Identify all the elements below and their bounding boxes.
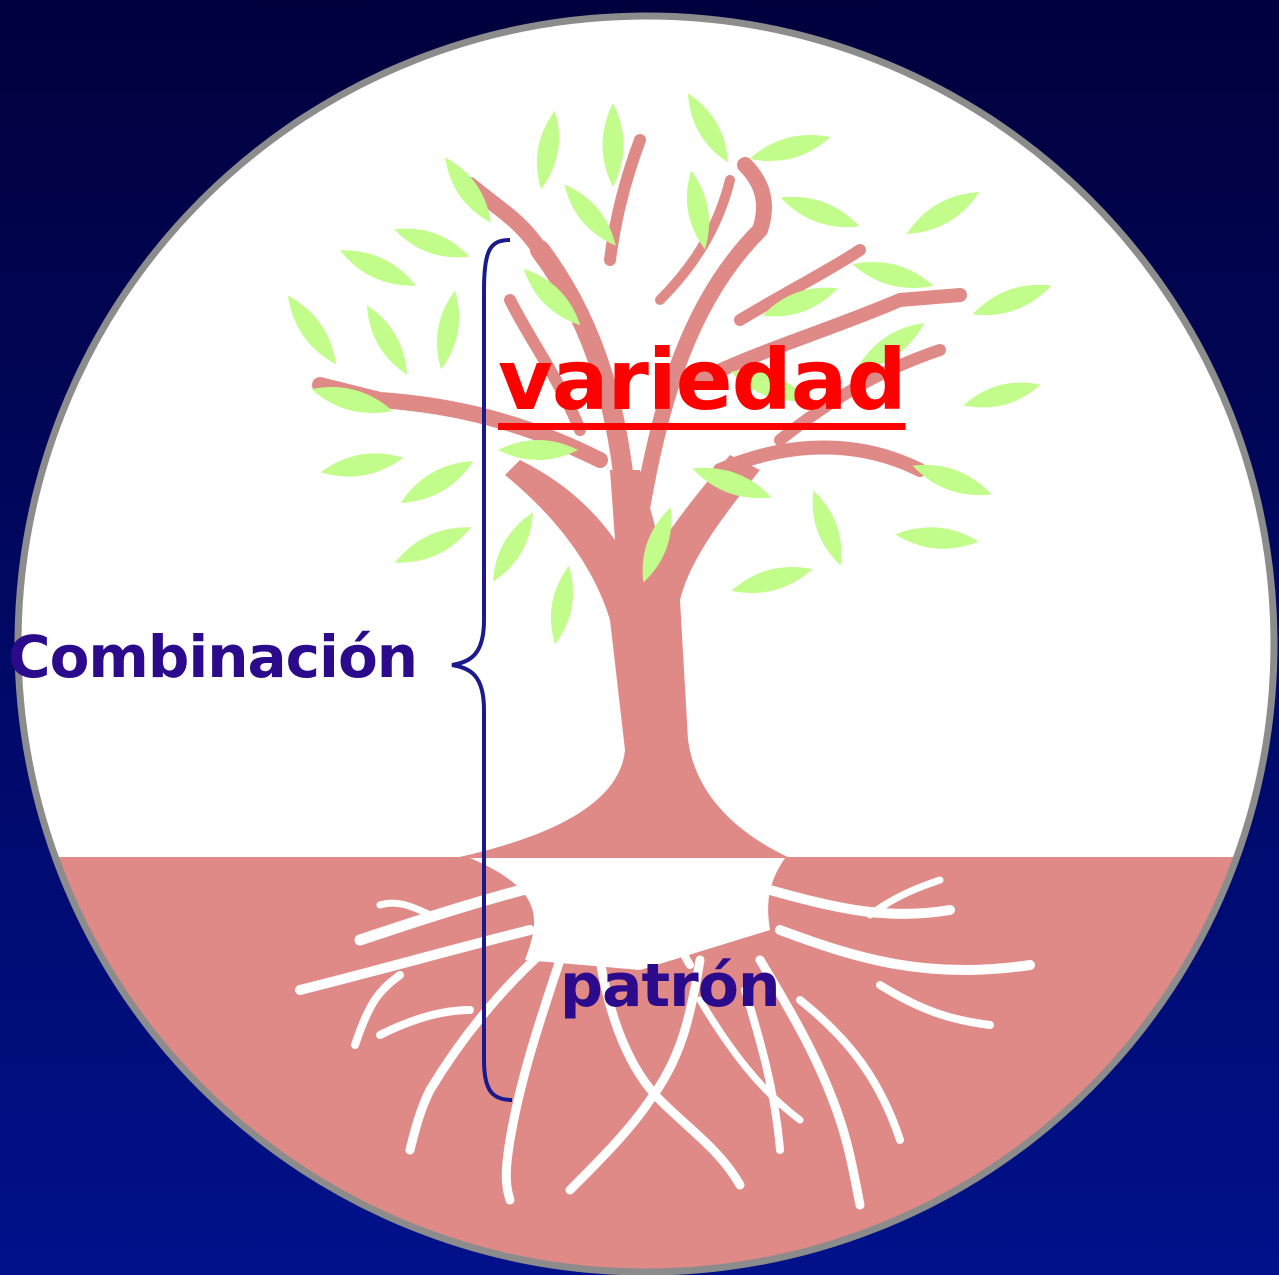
leaf-shape: [912, 464, 992, 496]
leaf-shape: [730, 370, 810, 402]
leaf-shape: [436, 290, 460, 370]
leaf-shape: [855, 322, 925, 372]
leaf-shape: [445, 157, 491, 223]
leaf-shape: [602, 103, 624, 187]
leaf-shape: [394, 527, 472, 563]
leaf-shape: [394, 228, 470, 258]
leaf-shape: [972, 284, 1052, 316]
leaf-shape: [780, 196, 860, 228]
leaf-shape: [367, 305, 407, 375]
leaf-shape: [339, 250, 417, 286]
leaf-shape: [400, 461, 474, 503]
leaf-shape: [812, 490, 842, 566]
patron-label: patrón: [560, 951, 781, 1021]
leaf-shape: [749, 134, 831, 162]
leaf-shape: [906, 192, 980, 234]
leaf-shape: [311, 386, 393, 414]
leaf-shape: [498, 440, 578, 460]
leaf-shape: [895, 527, 979, 549]
leaf-shape: [550, 565, 574, 645]
leaf-shape: [852, 261, 934, 289]
leaf-shape: [731, 566, 813, 594]
leaf-shape: [287, 295, 337, 365]
circle-border: [14, 12, 1278, 1275]
variedad-label: variedad: [498, 331, 907, 429]
leaf-shape: [493, 512, 533, 582]
leaf-shape: [688, 93, 728, 163]
tree-roots: [295, 858, 1035, 1210]
leaf-shape: [963, 382, 1041, 408]
tree-leaves: [287, 93, 1052, 645]
leaf-shape: [692, 467, 772, 499]
curly-brace: [451, 238, 513, 1102]
leaf-shape: [642, 507, 672, 583]
leaf-shape: [536, 110, 560, 190]
tree-trunk: [312, 134, 967, 858]
leaf-shape: [762, 287, 838, 317]
combinacion-label: Combinación: [8, 623, 418, 691]
leaf-shape: [564, 184, 616, 246]
leaf-shape: [320, 453, 404, 477]
leaf-shape: [686, 170, 710, 250]
